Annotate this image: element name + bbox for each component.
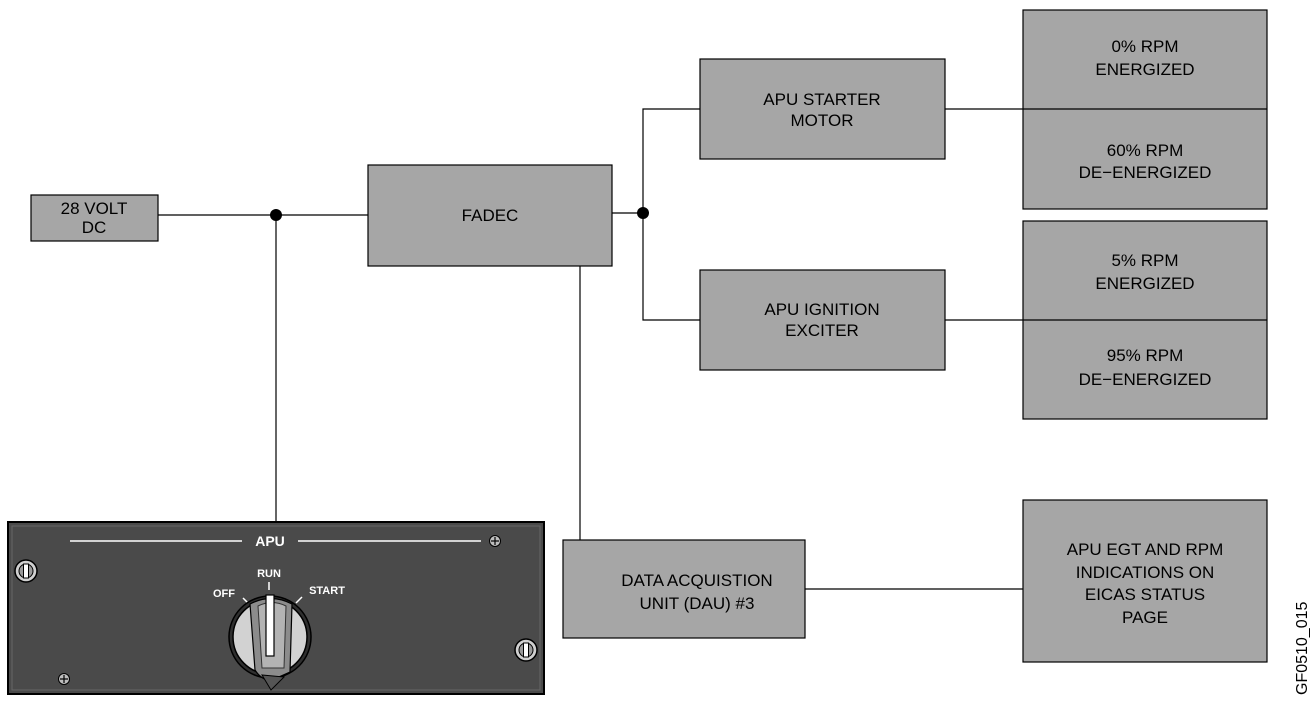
dau-box: DATA ACQUISTION UNIT (DAU) #3	[562, 539, 806, 639]
ignition-exciter-label-1: APU IGNITION	[764, 300, 879, 319]
panel-screw-icon	[489, 535, 501, 547]
starter-motor-label-2: MOTOR	[791, 111, 854, 130]
panel-screw-icon	[58, 673, 70, 685]
dau-label-1: DATA ACQUISTION	[621, 571, 772, 590]
eicas-label-2: INDICATIONS ON	[1076, 563, 1215, 582]
eicas-label-3: EICAS STATUS	[1085, 585, 1205, 604]
ignition-exciter-label-2: EXCITER	[785, 321, 859, 340]
panel-fastener-icon	[14, 559, 38, 583]
eicas-label-4: PAGE	[1122, 608, 1168, 627]
junction-dot-fadec	[637, 207, 649, 219]
switch-position-run: RUN	[257, 568, 281, 580]
junction-dot-power	[270, 209, 282, 221]
dau-label-2: UNIT (DAU) #3	[640, 594, 755, 613]
starter-state-1-line2: DE−ENERGIZED	[1079, 163, 1212, 182]
ignition-states-box: 5% RPM ENERGIZED 95% RPM DE−ENERGIZED	[1022, 220, 1268, 420]
starter-state-0-line2: ENERGIZED	[1095, 60, 1194, 79]
switch-position-off: OFF	[213, 588, 235, 600]
apu-panel-title: APU	[255, 533, 285, 549]
apu-selector-knob[interactable]	[228, 594, 312, 691]
starter-state-1-line1: 60% RPM	[1107, 141, 1184, 160]
eicas-box: APU EGT AND RPM INDICATIONS ON EICAS STA…	[1022, 499, 1268, 663]
starter-states-box: 0% RPM ENERGIZED 60% RPM DE−ENERGIZED	[1022, 9, 1268, 210]
eicas-label-1: APU EGT AND RPM	[1067, 540, 1224, 559]
ignition-state-1-line2: DE−ENERGIZED	[1079, 370, 1212, 389]
figure-id: GF0510_015	[1294, 601, 1311, 695]
power-source-box: 28 VOLT DC	[30, 194, 159, 242]
panel-fastener-icon	[514, 638, 538, 662]
ignition-state-0-line2: ENERGIZED	[1095, 274, 1194, 293]
switch-position-start: START	[309, 585, 345, 597]
starter-state-0-line1: 0% RPM	[1111, 37, 1178, 56]
ignition-state-0-line1: 5% RPM	[1111, 251, 1178, 270]
apu-control-panel: APU OFF RUN START	[7, 521, 545, 695]
ignition-exciter-box: APU IGNITION EXCITER	[699, 269, 946, 371]
ignition-state-1-line1: 95% RPM	[1107, 346, 1184, 365]
fadec-label: FADEC	[462, 206, 519, 225]
power-source-label-1: 28 VOLT	[61, 199, 128, 218]
connector-lines	[158, 108, 1023, 590]
starter-motor-box: APU STARTER MOTOR	[699, 58, 946, 160]
starter-motor-label-1: APU STARTER	[763, 90, 880, 109]
power-source-label-2: DC	[82, 218, 107, 237]
fadec-box: FADEC	[367, 164, 613, 267]
